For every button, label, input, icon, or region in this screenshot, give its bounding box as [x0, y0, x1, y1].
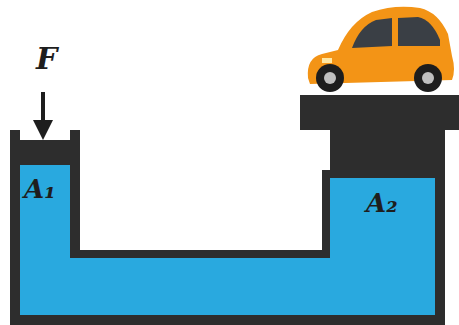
container-wall	[10, 100, 445, 325]
car	[308, 7, 454, 92]
area-label: A₁	[24, 176, 56, 202]
piston-plate	[300, 95, 459, 130]
force-label: F	[36, 44, 57, 74]
fluid	[20, 165, 435, 315]
force-arrow	[41, 92, 45, 136]
large-piston	[330, 128, 435, 178]
area-label: A₂	[366, 190, 398, 216]
small-piston	[20, 140, 70, 165]
container-wall	[70, 130, 330, 258]
